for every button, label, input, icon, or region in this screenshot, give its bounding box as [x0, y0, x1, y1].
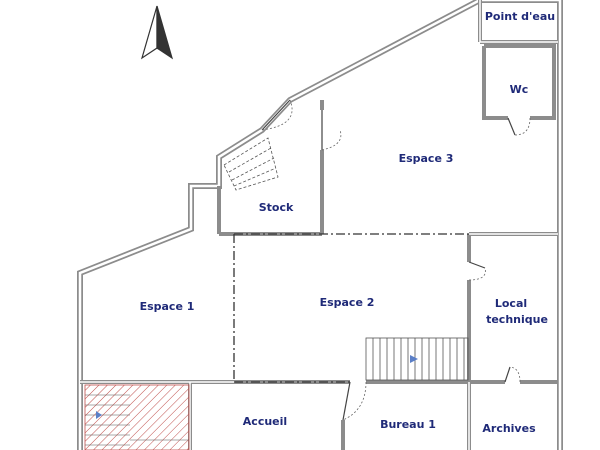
stairs-espace2 — [365, 337, 469, 381]
label-wc: Wc — [510, 83, 529, 96]
label-bureau1: Bureau 1 — [380, 418, 436, 431]
label-espace2: Espace 2 — [320, 296, 375, 309]
room-labels: Point d'eau Wc Espace 3 Stock Espace 1 E… — [140, 10, 556, 435]
inner-walls-white — [80, 0, 558, 450]
label-local-line2: technique — [486, 313, 548, 326]
stairs-stock — [223, 137, 279, 191]
label-local-line1: Local — [495, 297, 527, 310]
north-arrow-icon — [140, 5, 174, 60]
label-accueil: Accueil — [243, 415, 287, 428]
hatched-arrow — [96, 411, 102, 419]
label-archives: Archives — [482, 422, 536, 435]
doors — [261, 99, 531, 421]
outer-wall-inner — [78, 0, 562, 450]
hatched-stair-zone — [84, 384, 190, 450]
label-point-eau: Point d'eau — [485, 10, 555, 23]
label-stock: Stock — [259, 201, 294, 214]
outer-walls — [77, 0, 563, 450]
label-espace3: Espace 3 — [399, 152, 454, 165]
label-espace1: Espace 1 — [140, 300, 195, 313]
stair-direction-arrow — [410, 355, 418, 363]
partitions — [233, 233, 469, 383]
